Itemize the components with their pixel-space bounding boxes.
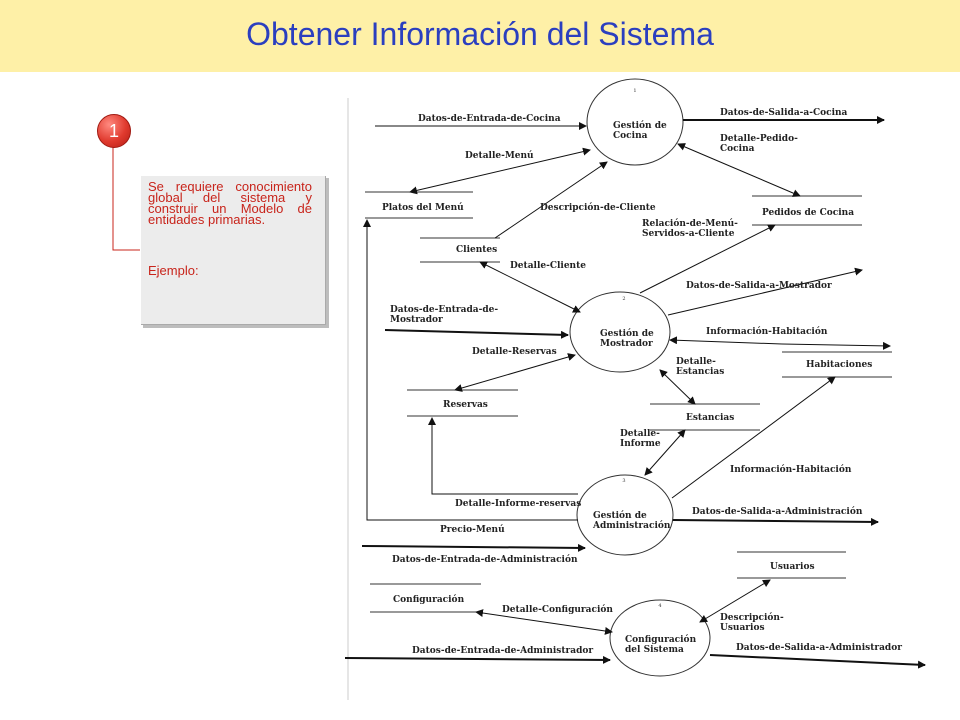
store-clientes: Clientes	[420, 237, 500, 263]
process-label-line2: Cocina	[613, 131, 648, 141]
flow-label: Detalle-Configuración	[502, 604, 613, 615]
flow-label: Detalle-Reservas	[472, 347, 557, 357]
flow-arrow	[475, 609, 613, 635]
process-number: 2	[622, 296, 625, 302]
note-box: Se requiere conocimiento global del sist…	[140, 175, 326, 325]
flow-label: Datos-de-Entrada-de-	[390, 305, 498, 315]
process-gestion-administracion: 3 Gestión de Administración	[576, 474, 674, 556]
process-label-line1: Gestión de	[600, 328, 654, 339]
title-bar: Obtener Información del Sistema	[0, 0, 960, 72]
flow-arrow	[671, 376, 836, 499]
store-label: Configuración	[393, 594, 465, 605]
flow-arrow	[344, 655, 611, 664]
process-number: 3	[622, 478, 625, 484]
flow-arrow	[363, 219, 578, 521]
store-estancias: Estancias	[650, 403, 760, 431]
flow-arrow	[454, 353, 576, 392]
flow-label: Precio-Menú	[440, 524, 505, 535]
flow-arrow	[494, 161, 608, 239]
flow-label: Datos-de-Salida-a-Cocina	[720, 108, 848, 118]
process-label-line1: Configuración	[625, 634, 697, 645]
flow-label: Datos-de-Salida-a-Administración	[692, 506, 863, 517]
flow-label: Detalle-	[676, 357, 716, 367]
flow-label: Detalle-Pedido-	[720, 134, 798, 144]
note-text: Se requiere conocimiento global del sist…	[148, 179, 312, 227]
store-habitaciones: Habitaciones	[782, 351, 892, 378]
flow-label: Mostrador	[390, 315, 443, 325]
process-label-line1: Gestión de	[613, 120, 667, 131]
process-configuracion-sistema: 4 Configuración del Sistema	[609, 599, 711, 677]
flow-arrow	[384, 329, 569, 339]
store-label: Platos del Menú	[382, 202, 464, 213]
store-reservas: Reservas	[407, 389, 518, 417]
flow-label: Descripción-	[720, 612, 784, 623]
flow-arrow	[667, 267, 863, 316]
flow-label: Detalle-Cliente	[510, 261, 586, 271]
step-number-badge: 1	[97, 114, 131, 148]
flow-arrow	[669, 336, 783, 345]
flow-label: Datos-de-Entrada-de-Administrador	[412, 646, 593, 656]
flow-arrow	[672, 517, 879, 526]
note-example: Ejemplo:	[148, 263, 199, 278]
flow-label: Estancias	[676, 367, 724, 377]
store-label: Pedidos de Cocina	[762, 208, 854, 218]
store-usuarios: Usuarios	[737, 551, 846, 579]
flow-arrow	[639, 224, 776, 294]
flow-label: Informe	[620, 439, 661, 449]
flow-label: Descripción-de-Cliente	[540, 202, 656, 213]
store-label: Reservas	[443, 400, 488, 410]
flow-label: Datos-de-Salida-a-Mostrador	[686, 281, 832, 291]
process-gestion-cocina: 1 Gestión de Cocina	[586, 78, 684, 166]
store-pedidos-cocina: Pedidos de Cocina	[752, 195, 862, 226]
flow-label: Servidos-a-Cliente	[642, 229, 735, 239]
flow-arrow	[361, 543, 586, 552]
flow-arrow	[781, 341, 891, 350]
process-number: 1	[633, 88, 636, 94]
flow-arrow	[428, 417, 578, 495]
store-label: Estancias	[686, 413, 734, 423]
flow-label: Información-Habitación	[706, 326, 828, 337]
process-label-line2: Administración	[592, 520, 671, 531]
flow-label: Detalle-Menú	[465, 150, 534, 161]
store-configuracion: Configuración	[370, 583, 481, 613]
flow-label: Cocina	[720, 144, 755, 154]
flow-label: Relación-de-Menú-	[642, 218, 738, 229]
process-label-line1: Gestión de	[593, 510, 647, 521]
process-number: 4	[658, 603, 661, 609]
flow-label: Detalle-Informe-reservas	[455, 499, 581, 509]
flow-label: Información-Habitación	[730, 464, 852, 475]
store-label: Usuarios	[770, 562, 815, 572]
flow-arrow	[409, 147, 591, 195]
store-platos-menu: Platos del Menú	[365, 191, 473, 219]
flow-label: Datos-de-Salida-a-Administrador	[736, 643, 902, 653]
process-label-line2: del Sistema	[625, 645, 684, 655]
flow-arrow	[709, 654, 926, 669]
process-gestion-mostrador: 2 Gestión de Mostrador	[569, 291, 671, 373]
flow-arrow	[659, 369, 696, 405]
flow-label: Detalle-	[620, 429, 660, 439]
flow-label: Usuarios	[720, 623, 765, 633]
flow-arrow	[699, 579, 771, 623]
slide-title: Obtener Información del Sistema	[246, 16, 714, 52]
process-label-line2: Mostrador	[600, 339, 653, 349]
flow-label: Datos-de-Entrada-de-Cocina	[418, 114, 561, 124]
store-label: Clientes	[456, 245, 497, 255]
flow-arrow	[677, 143, 801, 197]
store-label: Habitaciones	[806, 360, 872, 370]
flow-arrow	[479, 261, 581, 313]
flow-arrow	[644, 429, 686, 476]
flow-label: Datos-de-Entrada-de-Administración	[392, 554, 578, 565]
